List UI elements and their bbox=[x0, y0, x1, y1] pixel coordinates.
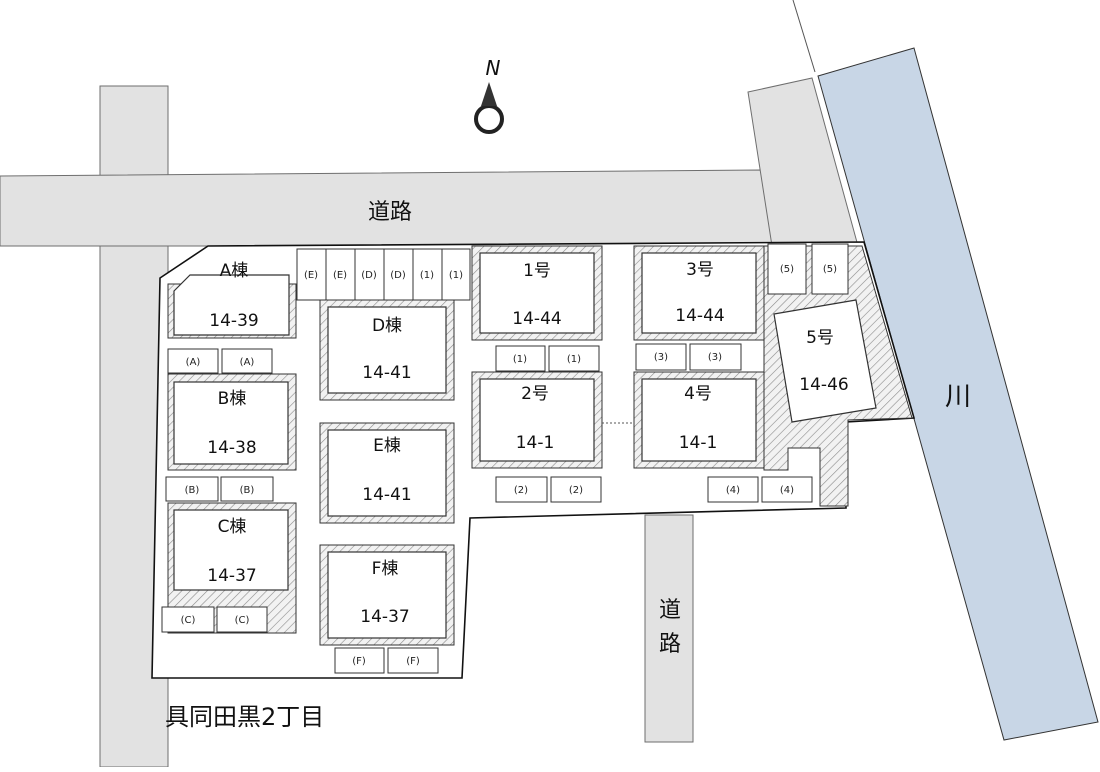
parking-stall bbox=[220, 476, 274, 502]
compass-arrow-icon bbox=[481, 82, 497, 106]
building-3 bbox=[641, 252, 757, 334]
building-c-name: C棟 bbox=[218, 517, 247, 537]
north-compass: N bbox=[474, 56, 504, 134]
building-5 bbox=[773, 299, 877, 423]
parking-stall bbox=[635, 343, 687, 371]
parking-stall bbox=[167, 348, 219, 374]
building-5-lot: 14-46 bbox=[799, 375, 848, 395]
parking-label: (1) bbox=[449, 270, 463, 281]
parking-stall bbox=[761, 476, 813, 503]
building-d-name: D棟 bbox=[372, 316, 402, 336]
building-f-name: F棟 bbox=[372, 559, 399, 579]
parking-label: (3) bbox=[708, 352, 722, 363]
building-1-name: 1号 bbox=[523, 261, 551, 281]
parking-label: (1) bbox=[513, 354, 527, 365]
parking-label: (A) bbox=[186, 357, 201, 368]
parking-stall bbox=[383, 248, 414, 301]
parking-label: (4) bbox=[780, 485, 794, 496]
building-e-name: E棟 bbox=[373, 436, 401, 456]
parking-stall bbox=[707, 476, 759, 503]
parking-stall bbox=[550, 476, 602, 503]
parking-label: (2) bbox=[514, 485, 528, 496]
parking-label: (5) bbox=[780, 264, 794, 275]
building-3-name: 3号 bbox=[686, 260, 714, 280]
building-2 bbox=[479, 378, 595, 462]
building-b-name: B棟 bbox=[218, 389, 247, 409]
river bbox=[817, 47, 1099, 741]
parking-label: (D) bbox=[390, 270, 406, 281]
building-d bbox=[327, 306, 447, 394]
building-1 bbox=[479, 252, 595, 334]
road-north-label: 道路 bbox=[368, 200, 412, 225]
building-e bbox=[327, 429, 447, 517]
road-horizontal-north bbox=[0, 169, 860, 247]
parking-label: (D) bbox=[361, 270, 377, 281]
parking-stall bbox=[495, 476, 548, 503]
building-a-name: A棟 bbox=[220, 261, 249, 281]
building-3-lot: 14-44 bbox=[675, 306, 724, 326]
parking-label: (4) bbox=[726, 485, 740, 496]
river-label: 川 bbox=[945, 382, 971, 412]
parking-stall bbox=[811, 243, 849, 295]
building-1-lot: 14-44 bbox=[512, 309, 561, 329]
parking-stall bbox=[165, 476, 219, 502]
parking-label: (E) bbox=[304, 270, 318, 281]
parking-stall bbox=[689, 343, 742, 371]
parking-stall bbox=[161, 606, 215, 633]
parking-stall bbox=[325, 248, 356, 301]
parking-label: (5) bbox=[823, 264, 837, 275]
parking-label: (1) bbox=[420, 270, 434, 281]
parking-label: (1) bbox=[567, 354, 581, 365]
parking-stall bbox=[216, 606, 268, 633]
parking-label: (A) bbox=[240, 357, 255, 368]
parking-stall bbox=[495, 345, 546, 372]
parking-label: (2) bbox=[569, 485, 583, 496]
parking-stall bbox=[334, 647, 385, 674]
parking-label: (C) bbox=[181, 615, 196, 626]
building-f-lot: 14-37 bbox=[360, 607, 409, 627]
parking-label: (F) bbox=[406, 656, 420, 667]
building-a-lot: 14-39 bbox=[209, 311, 258, 331]
building-4-name: 4号 bbox=[684, 384, 712, 404]
building-f bbox=[327, 551, 447, 639]
building-d-lot: 14-41 bbox=[362, 363, 411, 383]
parking-label: (B) bbox=[185, 485, 200, 496]
building-b bbox=[173, 381, 289, 465]
parking-stall bbox=[387, 647, 439, 674]
compass-label: N bbox=[486, 56, 501, 80]
building-2-name: 2号 bbox=[521, 384, 549, 404]
parking-label: (F) bbox=[352, 656, 366, 667]
parking-stall bbox=[412, 248, 443, 301]
parking-stall bbox=[767, 243, 807, 295]
parking-label: (E) bbox=[333, 270, 347, 281]
parking-label: (B) bbox=[240, 485, 255, 496]
building-2-lot: 14-1 bbox=[516, 433, 555, 453]
area-label: 具同田黒2丁目 bbox=[165, 703, 324, 731]
building-4 bbox=[641, 378, 757, 462]
parking-label: (C) bbox=[235, 615, 250, 626]
road-south-label-2: 路 bbox=[659, 632, 681, 657]
building-4-lot: 14-1 bbox=[679, 433, 718, 453]
building-e-lot: 14-41 bbox=[362, 485, 411, 505]
parking-stall bbox=[221, 348, 273, 374]
parking-stall bbox=[441, 248, 471, 301]
parking-label: (3) bbox=[654, 352, 668, 363]
parking-stall bbox=[296, 248, 327, 301]
parking-stall bbox=[548, 345, 600, 372]
building-c-lot: 14-37 bbox=[207, 566, 256, 586]
building-a bbox=[173, 274, 290, 336]
building-b-lot: 14-38 bbox=[207, 438, 256, 458]
compass-ring bbox=[474, 104, 504, 134]
building-c bbox=[173, 509, 289, 591]
building-5-name: 5号 bbox=[806, 328, 834, 348]
parking-top-row bbox=[296, 248, 471, 301]
road-vertical-south bbox=[644, 514, 694, 743]
road-south-label-1: 道 bbox=[659, 598, 681, 623]
road-edge-line bbox=[792, 0, 816, 73]
parking-stall bbox=[354, 248, 385, 301]
